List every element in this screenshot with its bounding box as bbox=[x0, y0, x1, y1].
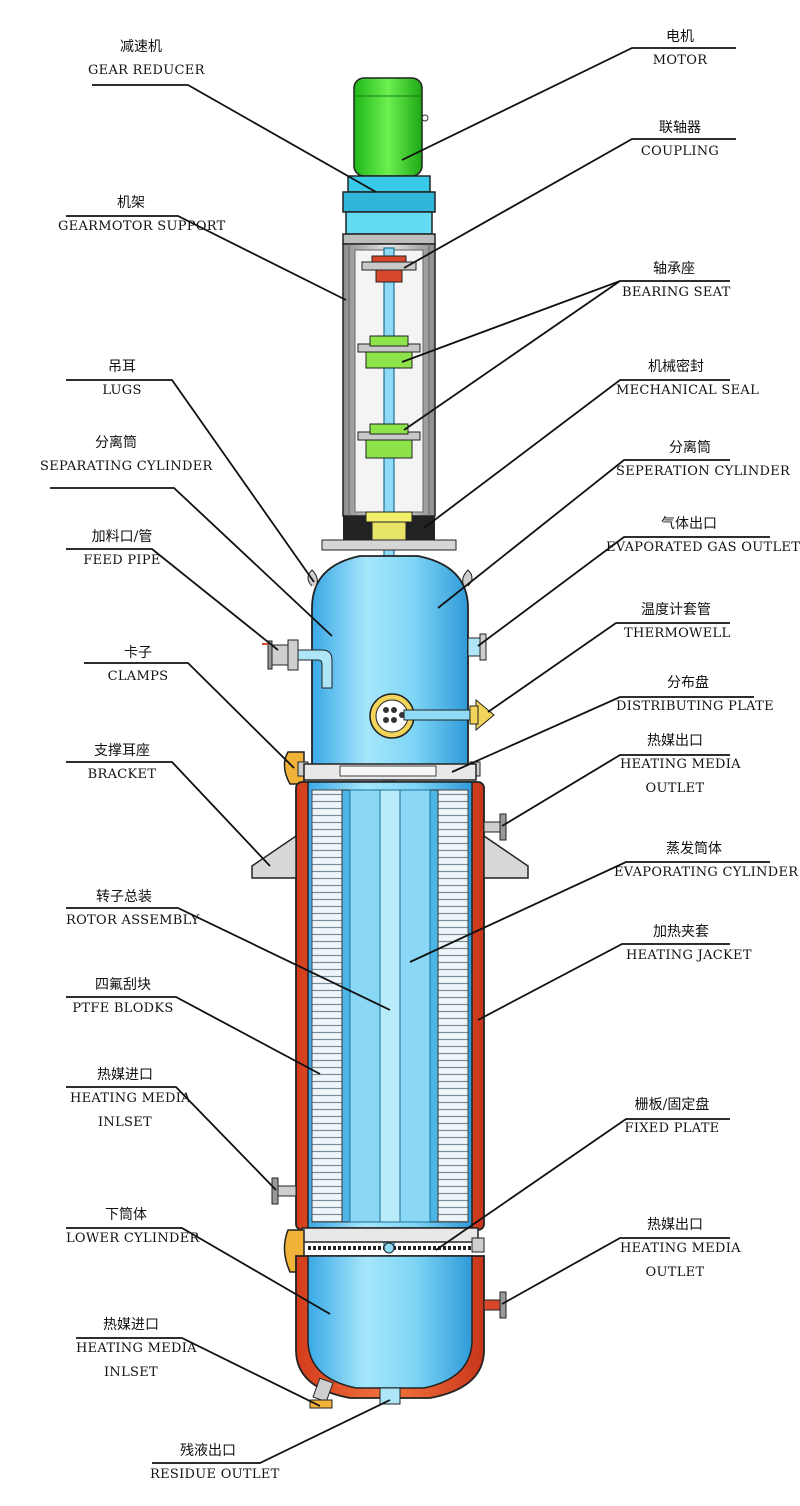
coupling bbox=[361, 255, 417, 283]
heating-media-inlet-lower bbox=[309, 1377, 334, 1409]
label-residue-outlet: 残液出口 RESIDUE OUTLET bbox=[150, 1443, 280, 1482]
label-rotor-assembly: 转子总装 ROTOR ASSEMBLY bbox=[66, 889, 200, 928]
leader-clamps bbox=[84, 662, 295, 769]
leader-gearmotor-support bbox=[66, 215, 347, 301]
label-seperation-cylinder: 分离筒 SEPERATION CYLINDER bbox=[616, 440, 791, 479]
leader-bearing-seat-b bbox=[403, 280, 621, 431]
label-evaporating-cylinder: 蒸发筒体 EVAPORATING CYLINDER bbox=[614, 841, 799, 880]
label-heating-media-inlet-upper: 热媒进口 HEATING MEDIA INLSET bbox=[70, 1067, 191, 1130]
label-heating-media-inlet-lower: 热媒进口 HEATING MEDIA INLSET bbox=[76, 1317, 197, 1380]
mechanical-seal bbox=[321, 511, 457, 551]
label-heating-media-outlet-lower: 热媒出口 HEATING MEDIA OUTLET bbox=[620, 1217, 741, 1280]
leader-fixed-plate bbox=[435, 1118, 730, 1251]
leader-bracket bbox=[66, 761, 271, 867]
leader-evaporating-cylinder bbox=[409, 861, 770, 963]
leader-lower-cylinder bbox=[66, 1227, 331, 1315]
distributing-plate bbox=[369, 693, 415, 739]
leader-seperation-cylinder bbox=[437, 459, 730, 609]
heating-media-outlet-upper bbox=[483, 813, 507, 841]
leader-separating-cylinder bbox=[50, 487, 333, 637]
leader-feed-pipe bbox=[66, 548, 279, 651]
rotor-assembly bbox=[349, 789, 431, 1223]
leader-evaporated-gas-outlet bbox=[477, 536, 770, 647]
label-clamps: 卡子 CLAMPS bbox=[107, 645, 169, 684]
bearing-seat-upper bbox=[357, 335, 421, 369]
label-ptfe-blocks: 四氟刮块 PTFE BLODKS bbox=[72, 977, 174, 1016]
ptfe-blocks bbox=[311, 789, 469, 1223]
lower-cylinder bbox=[307, 1255, 473, 1389]
label-mechanical-seal: 机械密封 MECHANICAL SEAL bbox=[616, 359, 759, 398]
evaporated-gas-outlet bbox=[467, 633, 487, 661]
leader-heating-jacket bbox=[477, 943, 730, 1021]
leader-heating-media-outlet-upper bbox=[501, 754, 730, 827]
label-gearmotor-support: 机架 GEARMOTOR SUPPORT bbox=[58, 195, 226, 234]
label-heating-jacket: 加热夹套 HEATING JACKET bbox=[626, 924, 752, 963]
leader-heating-media-outlet-lower bbox=[501, 1237, 730, 1305]
heating-media-outlet-lower bbox=[483, 1291, 507, 1319]
label-coupling: 联轴器 COUPLING bbox=[640, 120, 720, 159]
thermowell bbox=[403, 698, 495, 732]
label-bracket: 支撑耳座 BRACKET bbox=[87, 743, 157, 782]
label-gear-reducer: 减速机 GEAR REDUCER bbox=[88, 39, 205, 78]
label-motor: 电机 MOTOR bbox=[652, 29, 708, 68]
bearing-seat-lower bbox=[357, 423, 421, 459]
leader-heating-media-inlet-lower bbox=[76, 1337, 321, 1407]
label-thermowell: 温度计套管 THERMOWELL bbox=[624, 602, 731, 641]
feed-pipe bbox=[262, 639, 333, 689]
label-fixed-plate: 栅板/固定盘 FIXED PLATE bbox=[624, 1097, 720, 1136]
bracket bbox=[251, 834, 529, 879]
leader-coupling bbox=[403, 138, 736, 269]
leader-lines bbox=[50, 47, 770, 1464]
leader-residue-outlet bbox=[152, 1399, 391, 1464]
leader-lugs bbox=[66, 379, 315, 583]
label-lower-cylinder: 下筒体 LOWER CYLINDER bbox=[66, 1207, 200, 1246]
label-separating-cylinder: 分离筒 SEPARATING CYLINDER bbox=[40, 435, 213, 474]
leader-motor bbox=[401, 47, 736, 161]
leader-mechanical-seal bbox=[423, 379, 730, 529]
label-distributing-plate: 分布盘 DISTRIBUTING PLATE bbox=[616, 675, 774, 714]
heating-media-inlet-upper bbox=[271, 1177, 297, 1205]
leader-ptfe-blocks bbox=[66, 996, 321, 1075]
label-heating-media-outlet-upper: 热媒出口 HEATING MEDIA OUTLET bbox=[620, 733, 741, 796]
residue-outlet bbox=[379, 1387, 401, 1405]
label-evaporated-gas-outlet: 气体出口 EVAPORATED GAS OUTLET bbox=[606, 516, 800, 555]
label-feed-pipe: 加料口/管 FEED PIPE bbox=[83, 529, 161, 568]
leader-rotor-assembly bbox=[66, 907, 391, 1011]
motor bbox=[353, 77, 429, 177]
gear-reducer bbox=[342, 175, 436, 235]
leader-gear-reducer bbox=[92, 84, 377, 193]
leader-heating-media-inlet-upper bbox=[66, 1086, 277, 1191]
leader-thermowell bbox=[487, 622, 730, 713]
label-lugs: 吊耳 LUGS bbox=[102, 359, 142, 398]
leader-distributing-plate bbox=[451, 696, 754, 773]
label-bearing-seat: 轴承座 BEARING SEAT bbox=[622, 261, 731, 300]
